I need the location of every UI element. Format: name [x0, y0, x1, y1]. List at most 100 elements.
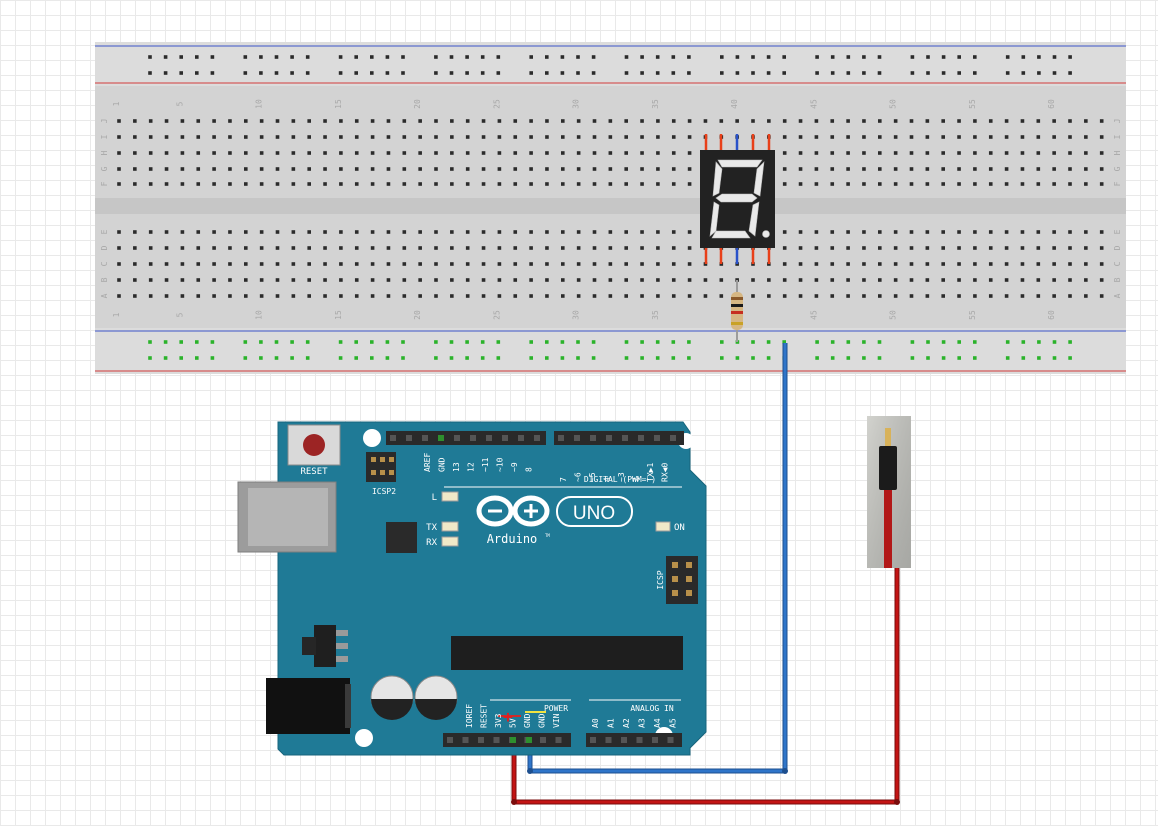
breadboard-hole[interactable] [576, 151, 581, 155]
breadboard-hole[interactable] [814, 119, 819, 123]
breadboard-hole[interactable] [576, 135, 581, 139]
breadboard-hole[interactable] [592, 278, 597, 282]
rail-hole-connected[interactable] [434, 340, 438, 344]
rail-hole[interactable] [751, 71, 755, 75]
breadboard-hole[interactable] [608, 151, 613, 155]
breadboard-hole[interactable] [481, 151, 486, 155]
rail-hole[interactable] [1005, 55, 1010, 59]
breadboard-hole[interactable] [291, 151, 296, 155]
rail-hole[interactable] [195, 71, 199, 75]
breadboard-hole[interactable] [798, 294, 803, 298]
breadboard-hole[interactable] [259, 135, 264, 139]
breadboard-hole[interactable] [402, 246, 407, 250]
rail-hole[interactable] [591, 71, 596, 75]
breadboard-hole[interactable] [1020, 151, 1025, 155]
breadboard-hole[interactable] [386, 167, 391, 171]
breadboard-hole[interactable] [782, 246, 787, 250]
breadboard-hole[interactable] [878, 135, 882, 139]
breadboard-hole[interactable] [497, 278, 502, 282]
rail-hole-connected[interactable] [687, 340, 691, 344]
breadboard-hole[interactable] [164, 182, 169, 186]
rail-hole-connected[interactable] [846, 356, 851, 360]
breadboard-hole[interactable] [988, 167, 993, 171]
rail-hole[interactable] [941, 71, 946, 75]
rail-hole-connected[interactable] [941, 356, 946, 360]
rail-hole-connected[interactable] [591, 356, 596, 360]
breadboard-hole[interactable] [1020, 278, 1025, 282]
rail-hole-connected[interactable] [751, 356, 755, 360]
rail-hole-connected[interactable] [370, 356, 374, 360]
breadboard-hole[interactable] [561, 294, 565, 298]
breadboard-hole[interactable] [878, 262, 882, 266]
power-header-pin[interactable] [447, 737, 453, 743]
breadboard-hole[interactable] [497, 182, 502, 186]
breadboard-hole[interactable] [228, 294, 232, 298]
breadboard-hole[interactable] [1036, 230, 1041, 234]
breadboard-hole[interactable] [148, 246, 153, 250]
rail-hole[interactable] [385, 71, 390, 75]
rail-hole[interactable] [576, 71, 580, 75]
analog-header-pin[interactable] [590, 737, 596, 743]
breadboard-hole[interactable] [687, 151, 692, 155]
breadboard-hole[interactable] [339, 278, 343, 282]
breadboard-hole[interactable] [1004, 135, 1009, 139]
breadboard-hole[interactable] [529, 119, 533, 123]
breadboard-hole[interactable] [545, 135, 549, 139]
breadboard-hole[interactable] [656, 230, 660, 234]
breadboard-hole[interactable] [957, 167, 961, 171]
breadboard-hole[interactable] [1084, 262, 1088, 266]
breadboard-hole[interactable] [117, 182, 121, 186]
breadboard-hole[interactable] [465, 278, 470, 282]
breadboard-hole[interactable] [481, 119, 486, 123]
breadboard-hole[interactable] [941, 230, 945, 234]
breadboard-hole[interactable] [513, 246, 518, 250]
breadboard-hole[interactable] [703, 119, 708, 123]
breadboard-hole[interactable] [1084, 246, 1088, 250]
breadboard-hole[interactable] [307, 230, 311, 234]
breadboard-hole[interactable] [1099, 119, 1104, 123]
rail-hole-connected[interactable] [576, 356, 580, 360]
breadboard-hole[interactable] [402, 262, 407, 266]
rail-hole[interactable] [354, 71, 358, 75]
reset-button[interactable] [287, 424, 341, 466]
breadboard-hole[interactable] [941, 167, 945, 171]
breadboard-hole[interactable] [545, 246, 549, 250]
rail-hole[interactable] [815, 71, 819, 75]
breadboard-hole[interactable] [275, 167, 280, 171]
breadboard-hole[interactable] [370, 294, 375, 298]
rail-hole-connected[interactable] [910, 356, 915, 360]
breadboard-hole[interactable] [228, 182, 232, 186]
rail-hole[interactable] [1005, 71, 1010, 75]
breadboard-hole[interactable] [513, 119, 518, 123]
breadboard-hole[interactable] [291, 278, 296, 282]
breadboard-hole[interactable] [164, 119, 169, 123]
rail-hole[interactable] [1068, 71, 1072, 75]
breadboard-hole[interactable] [450, 182, 454, 186]
breadboard-hole[interactable] [497, 135, 502, 139]
breadboard-hole[interactable] [418, 278, 422, 282]
breadboard-hole[interactable] [798, 182, 803, 186]
breadboard-hole[interactable] [1020, 262, 1025, 266]
breadboard-hole[interactable] [782, 167, 787, 171]
breadboard-hole[interactable] [545, 182, 549, 186]
power-header-pin[interactable] [493, 737, 500, 743]
breadboard-hole[interactable] [608, 262, 613, 266]
breadboard-hole[interactable] [481, 262, 486, 266]
rail-hole-connected[interactable] [290, 356, 294, 360]
rail-hole-connected[interactable] [926, 356, 930, 360]
breadboard-hole[interactable] [450, 246, 454, 250]
breadboard-hole[interactable] [988, 182, 993, 186]
breadboard-hole[interactable] [751, 294, 755, 298]
rail-hole[interactable] [434, 71, 438, 75]
breadboard-hole[interactable] [687, 246, 692, 250]
breadboard-hole[interactable] [925, 278, 930, 282]
breadboard-hole[interactable] [465, 119, 470, 123]
breadboard-hole[interactable] [703, 278, 708, 282]
breadboard-hole[interactable] [561, 278, 565, 282]
breadboard-hole[interactable] [624, 135, 628, 139]
breadboard-hole[interactable] [846, 230, 850, 234]
breadboard-hole[interactable] [386, 230, 391, 234]
rail-hole[interactable] [529, 71, 533, 75]
breadboard-hole[interactable] [909, 119, 914, 123]
breadboard-hole[interactable] [307, 119, 311, 123]
